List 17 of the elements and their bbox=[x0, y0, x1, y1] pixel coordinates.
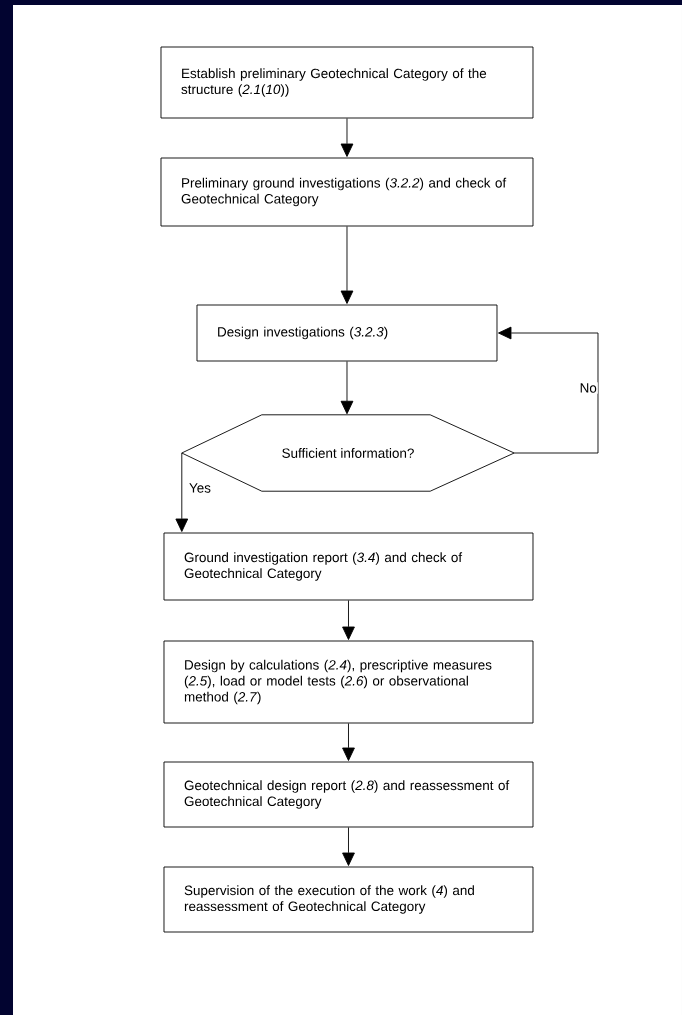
arrow bbox=[342, 827, 355, 866]
arrow bbox=[342, 600, 355, 640]
arrow bbox=[342, 723, 355, 761]
edge-label: No bbox=[578, 382, 598, 394]
arrow bbox=[175, 452, 189, 532]
process-box: Supervision of the execution of the work (4) and reassessment of Geotechnical Category bbox=[163, 866, 534, 933]
process-box: Geotechnical design report (2.8) and reassessment of Geotechnical Category bbox=[163, 761, 534, 828]
process-box: Design investigations (3.2.3) bbox=[196, 304, 498, 362]
process-box: Design by calculations (2.4), prescriptive measures (2.5), load or model tests (2.6) or observational method (2.7) bbox=[163, 640, 534, 724]
arrow bbox=[340, 118, 354, 157]
process-box: Preliminary ground investigations (3.2.2) and check of Geotechnical Category bbox=[160, 157, 534, 227]
process-box: Establish preliminary Geotechnical Category of the structure (2.1(10)) bbox=[160, 46, 534, 119]
process-box: Ground investigation report (3.4) and check of Geotechnical Category bbox=[163, 532, 534, 601]
edge-label: Yes bbox=[188, 482, 212, 494]
arrow bbox=[340, 361, 354, 415]
arrow bbox=[498, 326, 599, 454]
arrow bbox=[340, 226, 354, 304]
